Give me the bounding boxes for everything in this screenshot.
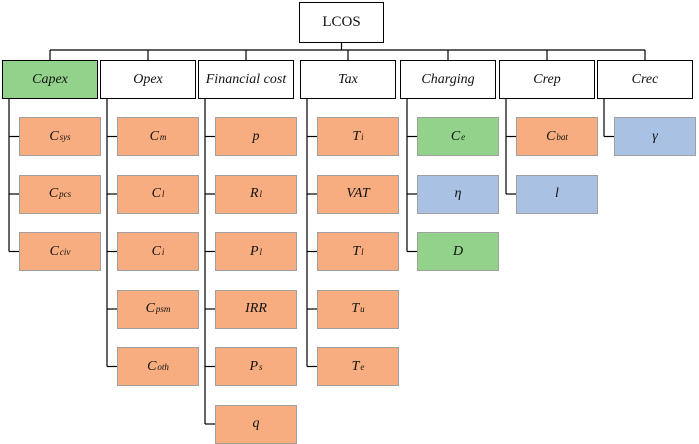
category-financial-cost: Financial cost — [198, 60, 294, 99]
variable-symbol: P — [249, 358, 259, 374]
variable-subscript: s — [259, 361, 263, 372]
variable-subscript: i — [161, 246, 165, 257]
root-node-lcos: LCOS — [299, 2, 384, 43]
variable-symbol: C — [546, 128, 556, 144]
variable-symbol: q — [252, 416, 260, 431]
variable-subscript: u — [360, 304, 365, 314]
variable-symbol: T — [352, 128, 361, 144]
variable-financial-cost-3: IRR — [215, 289, 297, 329]
category-tax: Tax — [300, 60, 396, 99]
category-charging: Charging — [400, 60, 496, 99]
variable-subscript: l — [259, 189, 263, 199]
variable-subscript: m — [159, 131, 167, 142]
variable-crec-0: γ — [614, 117, 696, 156]
variable-symbol: η — [454, 186, 462, 201]
variable-symbol: VAT — [346, 186, 370, 201]
variable-symbol: C — [49, 243, 59, 259]
variable-financial-cost-5: q — [215, 404, 297, 444]
category-crep: Crep — [499, 60, 595, 99]
variable-symbol: C — [147, 358, 157, 374]
variable-subscript: psm — [155, 304, 171, 314]
variable-financial-cost-0: p — [215, 117, 297, 156]
variable-symbol: C — [450, 128, 461, 144]
variable-subscript: l — [161, 189, 165, 199]
variable-subscript: l — [259, 246, 263, 257]
variable-crep-1: l — [516, 174, 598, 214]
variable-subscript: civ — [59, 246, 71, 257]
variable-subscript: l — [361, 246, 364, 257]
variable-symbol: IRR — [245, 301, 267, 316]
variable-subscript: bat — [556, 131, 568, 142]
variable-charging-2: D — [417, 232, 499, 271]
category-capex: Capex — [2, 60, 98, 99]
variable-symbol: C — [48, 186, 59, 201]
variable-subscript: i — [361, 131, 364, 142]
variable-symbol: T — [351, 301, 360, 316]
variable-symbol: D — [452, 243, 464, 259]
variable-symbol: C — [151, 243, 161, 259]
variable-symbol: R — [249, 186, 259, 201]
variable-symbol: l — [555, 186, 559, 201]
variable-symbol: C — [151, 186, 161, 201]
variable-subscript: e — [461, 131, 466, 142]
variable-subscript: e — [360, 361, 365, 372]
variable-symbol: T — [351, 358, 360, 374]
variable-symbol: p — [252, 128, 260, 144]
variable-symbol: γ — [652, 128, 658, 144]
variable-symbol: C — [49, 128, 59, 144]
category-opex: Opex — [100, 60, 196, 99]
variable-tax-1: VAT — [317, 174, 399, 214]
variable-symbol: P — [249, 243, 259, 259]
variable-symbol: T — [352, 243, 361, 259]
variable-subscript: sys — [59, 131, 71, 142]
variable-symbol: C — [149, 128, 159, 144]
variable-symbol: C — [145, 301, 155, 316]
variable-subscript: oth — [157, 361, 169, 372]
variable-charging-1: η — [417, 174, 499, 214]
category-crec: Crec — [597, 60, 693, 99]
variable-subscript: pcs — [59, 189, 72, 199]
